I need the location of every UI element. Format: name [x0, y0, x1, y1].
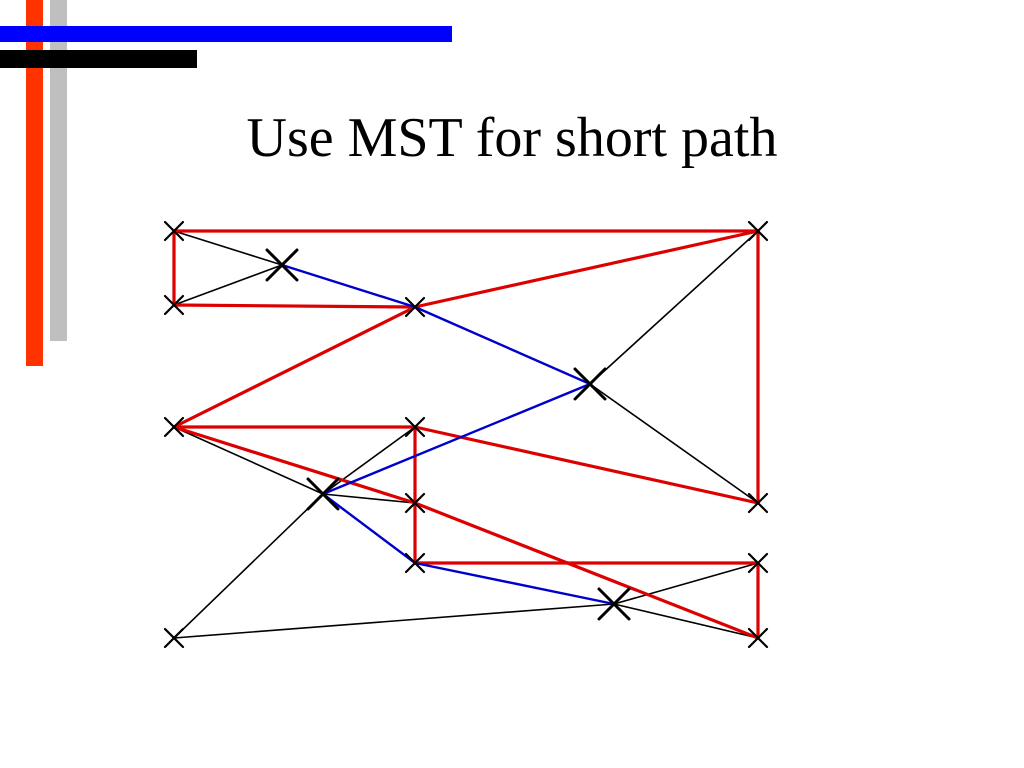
node-n-relay-cross-icon [597, 587, 631, 621]
graph-edge-n-o [613, 562, 759, 605]
mst-edge-d-f [413, 229, 760, 309]
node-i-relay-cross-icon [306, 477, 340, 511]
node-l-cross-icon [404, 552, 426, 574]
node-m-cross-icon [163, 627, 185, 649]
decor-black-bar-overlap [43, 50, 50, 68]
decor-gray-vertical-bar [50, 0, 67, 341]
graph-edge-h-i [173, 426, 324, 495]
path-edge-i-l [321, 492, 417, 565]
graph-edge-m-n [173, 603, 615, 639]
path-edge-e-i [321, 382, 592, 496]
node-h-cross-icon [163, 416, 185, 438]
graph-edge-b-c [173, 264, 283, 306]
node-j-cross-icon [404, 416, 426, 438]
graph-edge-e-g [589, 383, 759, 504]
node-k-cross-icon [404, 492, 426, 514]
graph-edge-i-m [173, 493, 324, 639]
path-edge-l-n [413, 561, 616, 606]
mst-edges [172, 229, 760, 640]
mst-edge-c-d [172, 303, 417, 309]
graph-edge-i-k [322, 493, 416, 504]
node-f-cross-icon [747, 220, 769, 242]
node-b-relay-cross-icon [265, 248, 299, 282]
node-e-relay-cross-icon [573, 367, 607, 401]
slide-title: Use MST for short path [246, 107, 778, 169]
short-path-edges [280, 263, 616, 606]
node-c-cross-icon [163, 294, 185, 316]
path-edge-b-d [280, 263, 417, 309]
decor-blue-bar-overlap [43, 26, 50, 42]
graph-edge-i-j [322, 426, 416, 495]
decor-blue-horizontal-bar [0, 26, 452, 42]
node-p-cross-icon [747, 627, 769, 649]
mst-edge-j-g [413, 425, 760, 505]
graph-nodes [163, 220, 769, 649]
mst-edge-p-k [413, 501, 760, 640]
graph-edge-n-p [613, 603, 759, 639]
mst-edge-d-h [172, 305, 417, 429]
path-edge-d-e [413, 305, 592, 386]
node-g-cross-icon [747, 492, 769, 514]
node-o-cross-icon [747, 552, 769, 574]
node-a-cross-icon [163, 220, 185, 242]
graph-edge-a-b [173, 230, 283, 266]
mst-edge-k-h [172, 425, 417, 505]
decor-red-vertical-bar [26, 0, 43, 366]
graph-edge-e-f [589, 230, 759, 385]
node-d-cross-icon [404, 296, 426, 318]
